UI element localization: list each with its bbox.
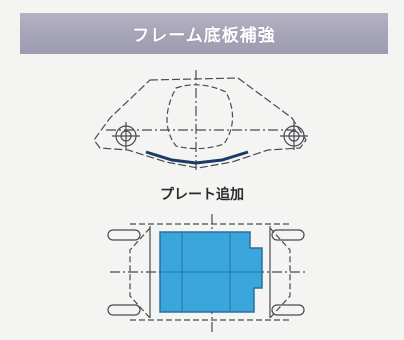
title-banner: フレーム底板補強 xyxy=(20,13,388,54)
left-bottom-tab xyxy=(107,304,141,316)
banner-title: フレーム底板補強 xyxy=(132,26,276,46)
diagram-caption: プレート追加 xyxy=(160,187,244,203)
right-bottom-tab xyxy=(271,304,305,316)
bottom-plate-line xyxy=(145,150,249,165)
right-top-tab xyxy=(271,229,305,241)
inner-loop xyxy=(166,84,234,150)
frame-outline xyxy=(93,77,307,169)
left-top-tab xyxy=(107,229,141,241)
